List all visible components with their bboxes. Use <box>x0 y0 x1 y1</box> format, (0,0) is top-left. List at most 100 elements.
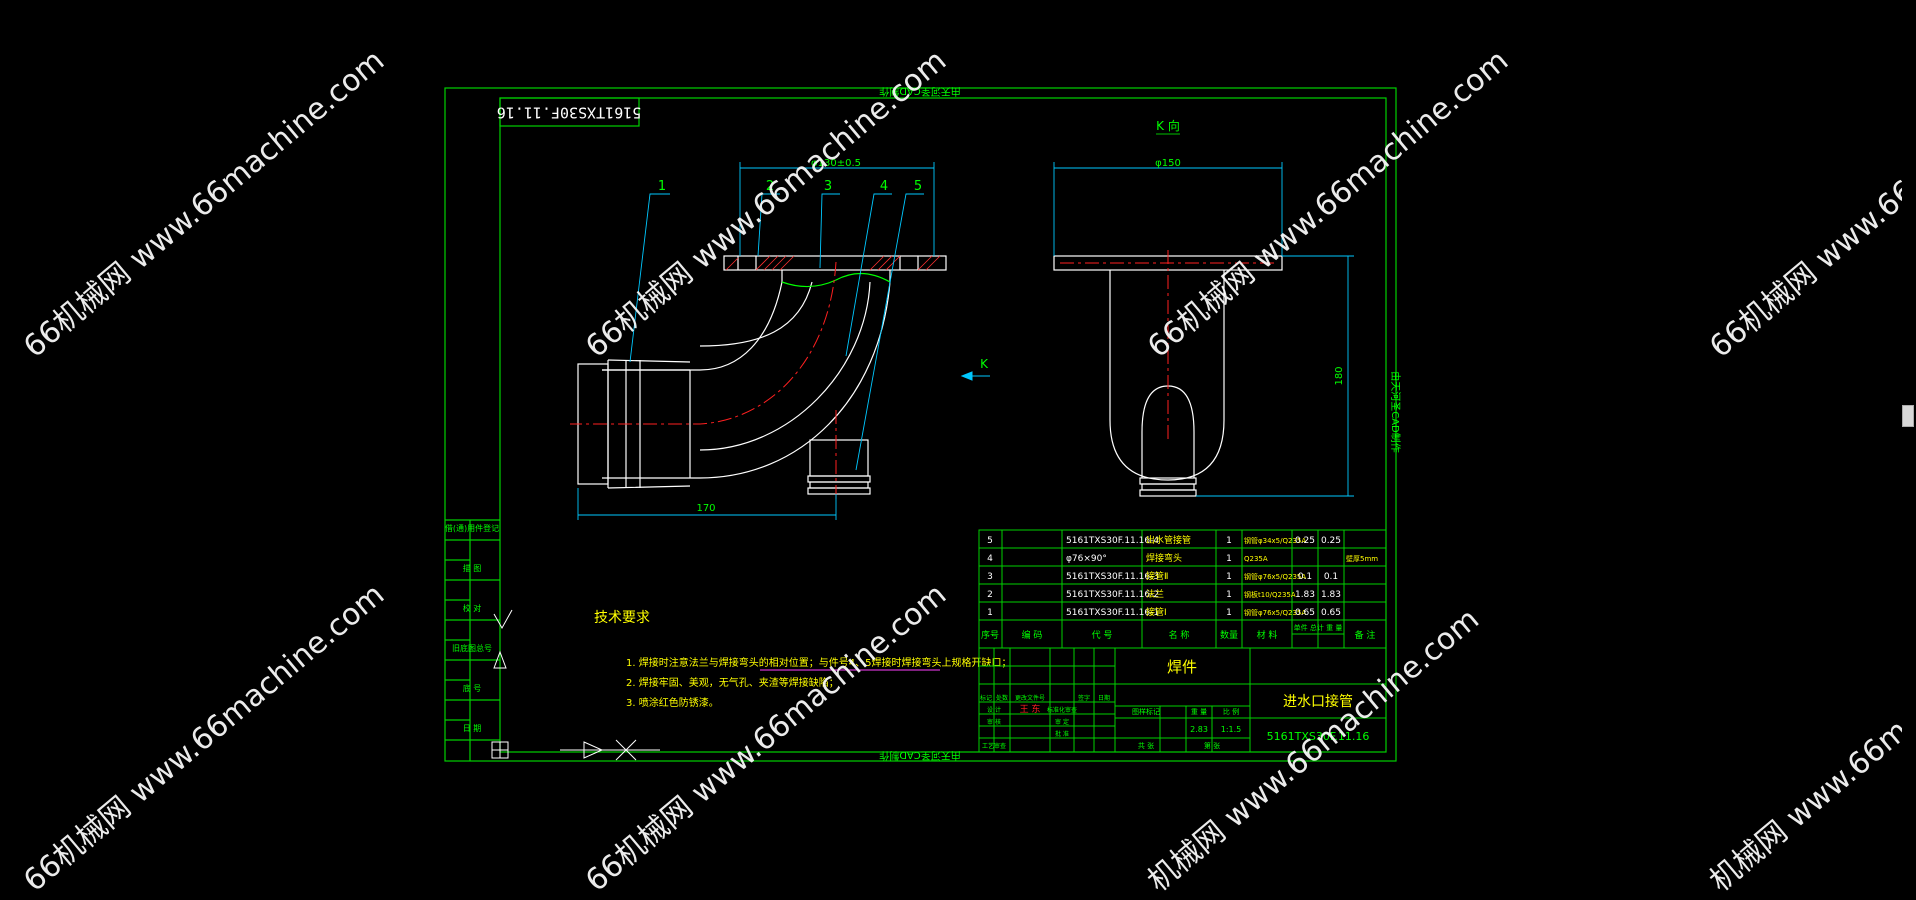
bom-header: 代 号 <box>1092 630 1113 641</box>
bom-cell-name: 接管Ⅱ <box>1146 570 1168 582</box>
bom-cell-qty: 1 <box>1226 536 1232 546</box>
tech-note-1: 1. 焊接时注意法兰与焊接弯头的相对位置；与件号4、5焊接时焊接弯头上规格开缺口… <box>626 656 1011 669</box>
balloon-leaders <box>629 193 924 471</box>
bom-cell-qty: 1 <box>1226 608 1232 618</box>
bom-headers: 序号 编 码 代 号 名 称 数量 材 料 单件 总计 重 量 备 注 <box>981 623 1375 641</box>
side-label: 描 图 <box>463 563 482 573</box>
bom-cell-qty: 1 <box>1226 590 1232 600</box>
balloon-4: 4 <box>880 179 888 194</box>
balloon-1: 1 <box>658 179 666 194</box>
bom-cell-w1: 0.1 <box>1298 572 1312 582</box>
sign-mid: 审 定 <box>1055 718 1069 726</box>
stage-label: 图样标记 <box>1132 707 1160 716</box>
bom-cell-code: φ76×90° <box>1066 554 1107 564</box>
bom-cell-w2: 0.1 <box>1324 572 1338 582</box>
elbow-centerlines <box>570 261 837 500</box>
part-type: 焊件 <box>1167 658 1197 676</box>
sign-mid: 批 准 <box>1055 730 1069 738</box>
k-arrow-label: K <box>980 357 989 371</box>
bom-cell-mat: 钢管φ34x5/Q235A <box>1244 536 1306 545</box>
sign-mid: 标准化审查 <box>1047 706 1077 714</box>
bom-cell-code: 5161TXS30F.11.16-4 <box>1066 536 1159 546</box>
sign-rows: 设 计 审 核 工艺审查 标准化审查 审 定 批 准 <box>982 706 1077 750</box>
bom-cell-qty: 1 <box>1226 554 1232 564</box>
rotated-drawing-code: 5161TXS30F.11.16 <box>497 104 642 122</box>
sign-row: 设 计 <box>987 706 1001 714</box>
border-right-text: 由天河圣CAD制作 <box>1389 371 1402 453</box>
side-label: 校 对 <box>463 603 482 613</box>
dim-flange-k: φ150 <box>1155 158 1181 169</box>
side-label: 旧底图总号 <box>452 643 492 653</box>
sheet-no: 第 张 <box>1204 741 1220 750</box>
bom-table <box>978 529 1387 649</box>
bom-cell-qty: 1 <box>1226 572 1232 582</box>
view-label: K 向 <box>1156 118 1180 133</box>
bom-cell-w1: 1.83 <box>1295 590 1315 600</box>
side-label: 借(通)用件登记 <box>445 523 499 533</box>
border-top-text: 由天河圣CAD制作 <box>879 85 961 98</box>
drawing-number: 5161TXS30F.11.16 <box>1267 730 1370 743</box>
vertical-scrollbar[interactable] <box>1902 0 1916 847</box>
bom-cell-w2: 1.83 <box>1321 590 1341 600</box>
dim-length: 170 <box>696 503 715 514</box>
bom-cell-code: 5161TXS30F.11.16-2 <box>1066 590 1159 600</box>
sheet-total: 共 张 <box>1138 741 1154 750</box>
change-header: 标记 处数 更改文件号 签字 日期 <box>980 694 1110 702</box>
weight-value: 2.83 <box>1190 725 1208 734</box>
bom-cell-code: 5161TXS30F.11.16-3 <box>1066 572 1159 582</box>
bom-header: 名 称 <box>1169 629 1190 641</box>
side-label: 日 期 <box>463 724 482 733</box>
bom-cell-name: 出水管接管 <box>1146 534 1191 546</box>
title-block <box>978 647 1387 753</box>
bom-cell-mat: 钢管φ76x5/Q235A <box>1244 608 1306 617</box>
part-name: 进水口接管 <box>1283 693 1353 710</box>
side-label: 底 号 <box>463 683 482 693</box>
bom-cell-remark: 壁厚5mm <box>1346 554 1378 563</box>
bom-header: 单件 总计 重 量 <box>1294 623 1343 632</box>
tech-note-3: 3. 喷涂红色防锈漆。 <box>626 696 719 709</box>
dim-height: 180 <box>1334 366 1345 385</box>
bom-header: 备 注 <box>1355 629 1376 641</box>
tech-title: 技术要求 <box>594 610 650 626</box>
designer-mark: 王 东 <box>1020 703 1041 715</box>
cad-drawing[interactable]: 5161TXS30F.11.16 由天河圣CAD制作 由天河圣CAD制作 由天河… <box>0 0 1916 847</box>
change-col: 签字 <box>1078 694 1090 702</box>
bom-cell-mat: Q235A <box>1244 555 1268 563</box>
side-labels: 借(通)用件登记 描 图 校 对 旧底图总号 底 号 日 期 <box>445 523 499 733</box>
bom-cell-mat: 钢管φ76x5/Q235A <box>1244 572 1306 581</box>
change-col: 更改文件号 <box>1015 694 1045 702</box>
drawing-frame <box>444 87 1397 762</box>
sign-row: 工艺审查 <box>982 742 1006 750</box>
balloon-2: 2 <box>766 179 774 194</box>
flange-hatch <box>725 255 941 271</box>
change-col: 标记 <box>980 694 992 702</box>
bom-cell-w1: 0.25 <box>1295 536 1315 546</box>
bom-cell-no: 5 <box>987 536 993 546</box>
bom-cell-name: 焊接弯头 <box>1146 552 1182 564</box>
k-arrow <box>960 371 990 381</box>
bom-header: 数量 <box>1220 629 1238 641</box>
weld-symbols <box>491 609 660 761</box>
elbow-view[interactable] <box>577 255 947 495</box>
bom-cell-w2: 0.65 <box>1321 608 1341 618</box>
scrollbar-thumb[interactable] <box>1902 405 1914 427</box>
bom-header: 编 码 <box>1022 629 1043 641</box>
balloon-5: 5 <box>914 179 922 194</box>
k-view-centerlines <box>1060 250 1278 440</box>
bom-cell-no: 2 <box>987 590 993 600</box>
dim-flange: φ130±0.5 <box>811 158 861 169</box>
bom-cell-no: 4 <box>987 554 993 564</box>
bom-cell-no: 1 <box>987 608 993 618</box>
bom-header: 材 料 <box>1257 629 1278 641</box>
bom-cell-name: 法兰 <box>1146 588 1164 600</box>
sign-row: 审 核 <box>987 718 1001 726</box>
bom-cell-mat: 钢板t10/Q235A <box>1244 590 1296 599</box>
bom-cell-w2: 0.25 <box>1321 536 1341 546</box>
border-bottom-text: 由天河圣CAD制作 <box>879 749 961 762</box>
tech-note-2: 2. 焊接牢固、美观，无气孔、夹渣等焊接缺陷； <box>626 676 839 689</box>
balloons: 1 2 3 4 5 <box>658 179 922 194</box>
balloon-3: 3 <box>824 179 832 194</box>
bom-cell-code: 5161TXS30F.11.16-1 <box>1066 608 1159 618</box>
